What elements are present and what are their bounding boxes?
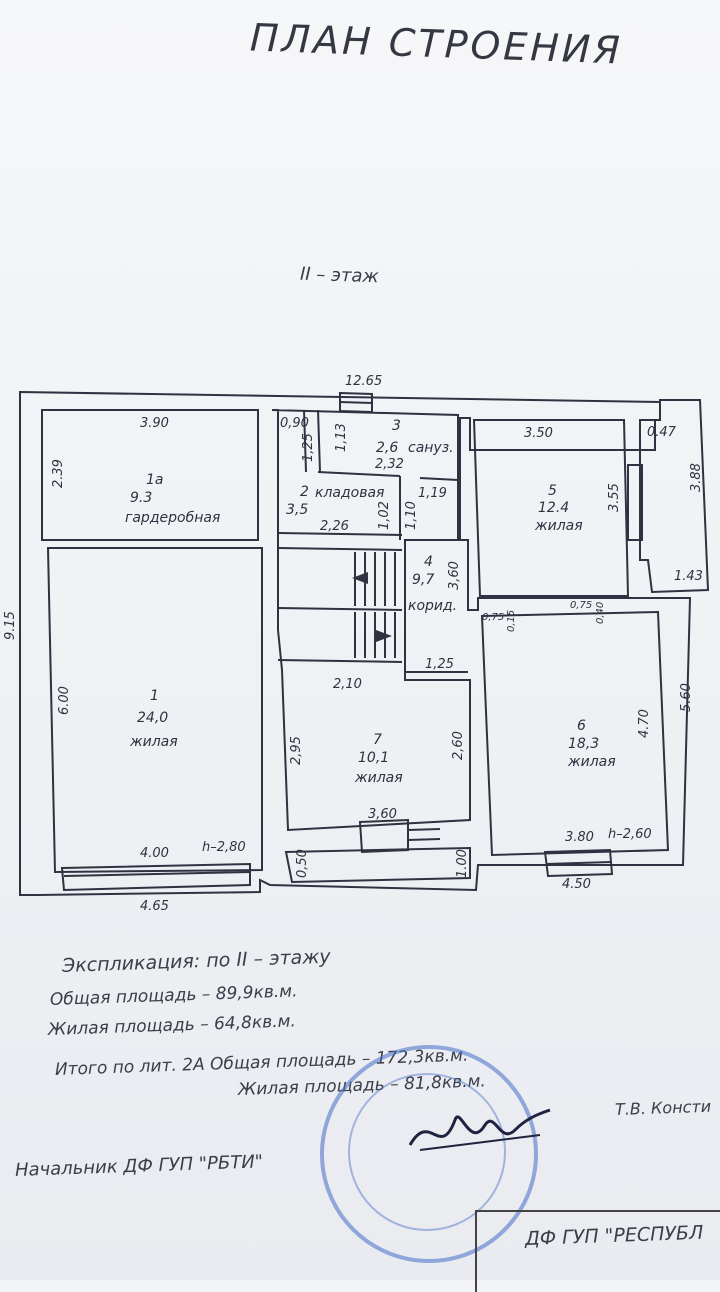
dim-015: 0,15 [506, 610, 517, 632]
dim-r6-h: 4.70 [637, 709, 652, 738]
room-7-area: 10,1 [358, 750, 389, 766]
dim-r5-w: 3.50 [524, 426, 553, 441]
dim-bal-r: 1.00 [455, 849, 470, 878]
room-1a-area: 9.3 [130, 490, 152, 506]
dim-r5-h: 3.55 [607, 483, 622, 512]
dim-125b: 1,25 [425, 657, 454, 672]
dim-r7-r: 2,60 [451, 731, 466, 760]
dim-110: 1,10 [404, 501, 419, 530]
room-3-name: сануз. [408, 440, 454, 456]
dim-r1-height: h–2,80 [202, 840, 246, 855]
dim-bottom-right: 4.50 [562, 877, 591, 892]
stair-arrows [352, 572, 392, 642]
signer-name: Т.В. Консти [614, 1096, 712, 1119]
room-1-name: жилая [129, 734, 178, 750]
room-4-name: корид. [408, 598, 457, 614]
room-1a-num: 1а [146, 472, 164, 488]
dim-102: 1,02 [377, 501, 392, 530]
room-6-num: 6 [577, 718, 586, 734]
dim-119: 1,19 [418, 486, 447, 501]
room-4-num: 4 [424, 554, 433, 570]
room-7-num: 7 [373, 732, 382, 748]
dim-r2-w: 2,26 [320, 519, 349, 534]
room-6-area: 18,3 [568, 736, 599, 752]
room-7-name: жилая [354, 770, 403, 786]
dim-bal-l: 0,50 [295, 849, 310, 878]
title-block [475, 1210, 720, 1292]
dim-r1-w: 4.00 [140, 846, 169, 861]
dim-top-total: 12.65 [345, 374, 382, 389]
room-3-area: 2,6 [376, 440, 398, 456]
dim-388: 3.88 [689, 463, 704, 492]
dim-143: 1.43 [674, 569, 703, 584]
dim-075a: 0,75 [482, 612, 504, 623]
dim-047: 0.47 [647, 425, 677, 440]
room-3-num: 3 [392, 418, 401, 434]
room-1-area: 24,0 [137, 710, 168, 726]
dim-040: 0,40 [595, 602, 606, 624]
room-5-area: 12.4 [538, 500, 569, 516]
dim-113: 1,13 [334, 423, 349, 452]
dim-r1-h: 6.00 [57, 686, 72, 715]
official-stamp [320, 1045, 538, 1263]
signature [408, 1108, 551, 1151]
dim-r1a-w: 3.90 [140, 416, 169, 431]
room-1a-name: гардеробная [125, 510, 220, 526]
dim-left-total: 9.15 [3, 611, 18, 640]
room-6-name: жилая [567, 754, 616, 770]
room-1-num: 1 [150, 688, 159, 704]
dim-r7-w: 3,60 [368, 807, 397, 822]
room-4-area: 9,7 [412, 572, 434, 588]
room-5-num: 5 [548, 483, 557, 499]
dim-r7-h: 2,95 [289, 736, 304, 765]
dim-090: 0,90 [280, 416, 309, 431]
dim-125a: 1,25 [301, 433, 316, 462]
dim-r1a-h: 2.39 [51, 459, 66, 488]
dim-r6-height: h–2,60 [608, 827, 652, 842]
dim-bottom-left: 4.65 [140, 899, 169, 914]
plan-walls [19, 390, 710, 896]
dim-r3-w: 2,32 [375, 457, 404, 472]
room-5-name: жилая [534, 518, 583, 534]
room-2-num: 2 [300, 484, 309, 500]
room-2-area: 3,5 [286, 502, 308, 518]
dim-360v: 3,60 [447, 561, 462, 590]
dim-075b: 0,75 [570, 600, 592, 611]
dim-right-total: 5.60 [679, 683, 694, 712]
dim-r7-top: 2,10 [333, 677, 362, 692]
dim-r6-w: 3.80 [565, 830, 594, 845]
room-2-name: кладовая [315, 485, 384, 501]
